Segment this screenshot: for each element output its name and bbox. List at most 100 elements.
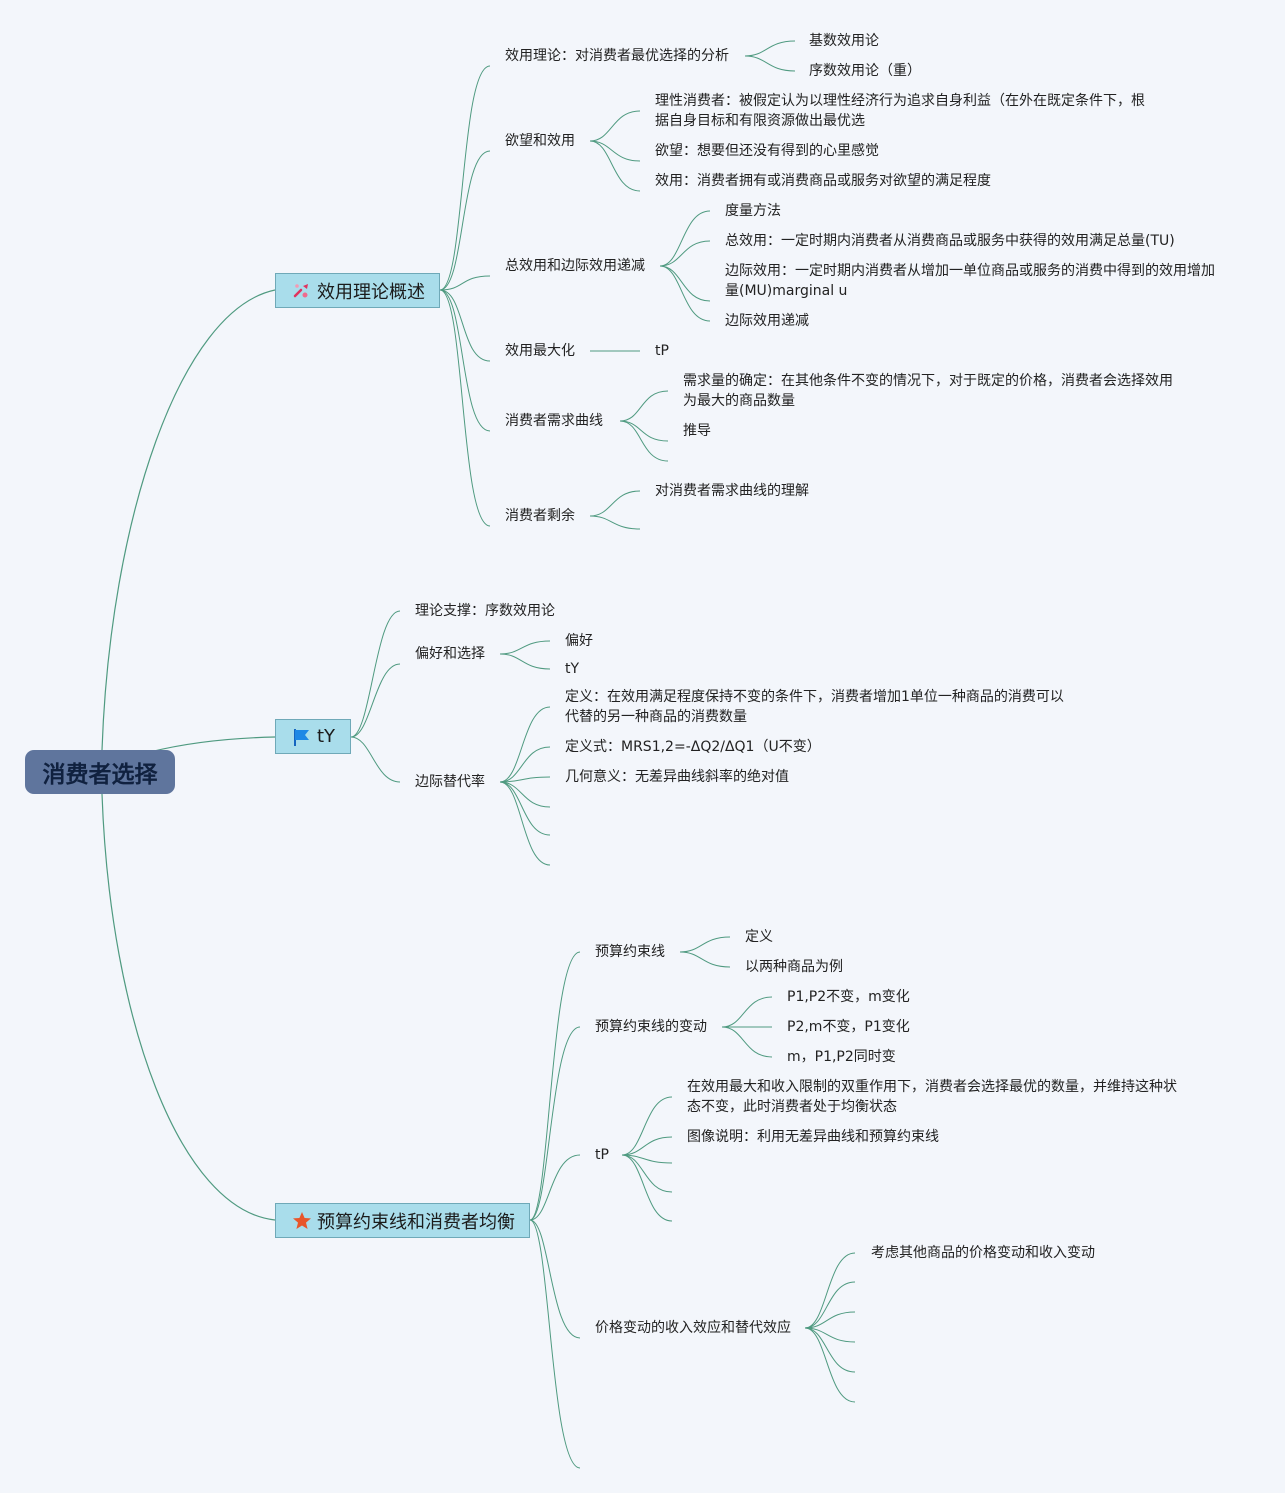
connector-line [621,1136,673,1156]
connector-line [619,420,669,462]
connector-line [529,1026,581,1221]
connector-line [529,1154,581,1221]
flag-icon [292,727,312,747]
leaf-demand-curve-understanding[interactable]: 对消费者需求曲线的理解 [655,483,809,499]
subtopic-budget-line[interactable]: 预算约束线 [595,944,665,960]
subtopic-total-marginal-utility[interactable]: 总效用和边际效用递减 [505,258,645,274]
connector-line [621,1154,673,1193]
connector-line [499,706,551,783]
connector-line [439,289,491,432]
subtopic-income-substitution[interactable]: 价格变动的收入效应和替代效应 [595,1320,791,1336]
subtopic-theory-support[interactable]: 理论支撑：序数效用论 [415,603,555,619]
star-icon [292,1211,312,1231]
leaf-marginal-utility-cont: 量(MU)marginal u [725,283,848,299]
connector-line [499,746,551,783]
root-label: 消费者选择 [42,762,158,788]
connector-line [804,1327,856,1403]
connector-line [529,951,581,1221]
topic-label: tY [317,726,336,747]
leaf-diminishing-mu[interactable]: 边际效用递减 [725,313,809,329]
subtopic-tp[interactable]: tP [595,1147,609,1163]
subtopic-consumer-surplus[interactable]: 消费者剩余 [505,508,575,524]
connector-line [529,1219,581,1339]
connector-line [804,1311,856,1329]
leaf-all-change[interactable]: m，P1,P2同时变 [787,1049,896,1065]
connector-line [439,289,491,527]
topic-label: 效用理论概述 [317,281,425,303]
leaf-mrs-definition[interactable]: 定义：在效用满足程度保持不变的条件下，消费者增加1单位一种商品的消费可以 [565,689,1064,705]
connector-line [621,1096,673,1156]
connector-line [589,140,641,192]
connector-line [499,640,551,655]
connector-line [804,1252,856,1329]
leaf-m-change[interactable]: P1,P2不变，m变化 [787,989,910,1005]
connector-line [659,265,711,322]
connector-line [439,65,491,291]
connector-line [589,490,641,517]
connector-line [619,390,669,422]
connector-line [350,736,401,783]
leaf-utility-def[interactable]: 效用：消费者拥有或消费商品或服务对欲望的满足程度 [655,173,991,189]
subtopic-preference-choice[interactable]: 偏好和选择 [415,646,485,662]
subtopic-budget-line-change[interactable]: 预算约束线的变动 [595,1019,707,1035]
leaf-ty[interactable]: tY [565,661,580,677]
connector-line [439,150,491,291]
subtopic-demand-curve[interactable]: 消费者需求曲线 [505,413,603,429]
leaf-equilibrium[interactable]: 在效用最大和收入限制的双重作用下，消费者会选择最优的数量，并维持这种状 [687,1079,1177,1095]
connector-line [659,210,711,267]
connector-line [439,289,491,362]
connector-line [439,275,491,291]
connector-line [621,1154,673,1222]
connector-line [804,1327,856,1373]
connector-line [101,793,276,1221]
connector-line [659,240,711,267]
subtopic-utility-max[interactable]: 效用最大化 [505,343,575,359]
leaf-marginal-utility[interactable]: 边际效用：一定时期内消费者从增加一单位商品或服务的消费中得到的效用增加 [725,263,1215,279]
leaf-total-utility[interactable]: 总效用：一定时期内消费者从消费商品或服务中获得的效用满足总量(TU) [725,233,1175,249]
connector-line [499,653,551,670]
root-node[interactable]: 消费者选择 [25,750,175,794]
connector-line [101,289,276,751]
leaf-graph-explanation[interactable]: 图像说明：利用无差异曲线和预算约束线 [687,1129,939,1145]
leaf-preference[interactable]: 偏好 [565,633,593,649]
leaf-definition[interactable]: 定义 [745,929,773,945]
leaf-ordinal-utility[interactable]: 序数效用论（重） [809,63,921,79]
connector-line [149,736,276,753]
leaf-mrs-formula[interactable]: 定义式：MRS1,2=-ΔQ2/ΔQ1（U不变） [565,739,821,755]
connector-line [499,776,551,783]
subtopic-desire-utility[interactable]: 欲望和效用 [505,133,575,149]
subtopic-mrs[interactable]: 边际替代率 [415,774,485,790]
leaf-derivation[interactable]: 推导 [683,423,711,439]
connector-line [350,610,401,738]
leaf-p1-change[interactable]: P2,m不变，P1变化 [787,1019,910,1035]
topic-node-budget-equilibrium[interactable]: 预算约束线和消费者均衡 [275,1203,530,1238]
leaf-equilibrium-cont: 态不变，此时消费者处于均衡状态 [687,1099,897,1115]
leaf-mrs-geometry[interactable]: 几何意义：无差异曲线斜率的绝对值 [565,769,789,785]
topic-node-ty[interactable]: tY [275,719,351,754]
leaf-desire[interactable]: 欲望：想要但还没有得到的心里感觉 [655,143,879,159]
connector-line [529,1219,581,1469]
connector-line [619,420,669,442]
connector-line [350,663,401,738]
leaf-demand-quantity[interactable]: 需求量的确定：在其他条件不变的情况下，对于既定的价格，消费者会选择效用 [683,373,1173,389]
leaf-rational-consumer-cont: 据自身目标和有限资源做出最优选 [655,113,865,129]
connector-line [499,781,551,808]
connector-line [499,781,551,836]
connector-line [589,140,641,162]
connector-line [721,1026,773,1058]
leaf-tp[interactable]: tP [655,343,669,359]
connector-line [659,265,711,302]
leaf-rational-consumer[interactable]: 理性消费者：被假定认为以理性经济行为追求自身利益（在外在既定条件下，根 [655,93,1145,109]
connector-line [589,110,641,142]
connector-line [679,951,731,968]
connector-line [499,781,551,866]
leaf-two-goods[interactable]: 以两种商品为例 [745,959,843,975]
leaf-cardinal-utility[interactable]: 基数效用论 [809,33,879,49]
leaf-other-prices[interactable]: 考虑其他商品的价格变动和收入变动 [871,1245,1095,1261]
leaf-measurement[interactable]: 度量方法 [725,203,781,219]
connector-line [589,515,641,530]
connector-line [744,40,796,57]
topic-node-utility-theory[interactable]: 效用理论概述 [275,273,440,308]
subtopic-utility-theory[interactable]: 效用理论：对消费者最优选择的分析 [505,48,729,64]
